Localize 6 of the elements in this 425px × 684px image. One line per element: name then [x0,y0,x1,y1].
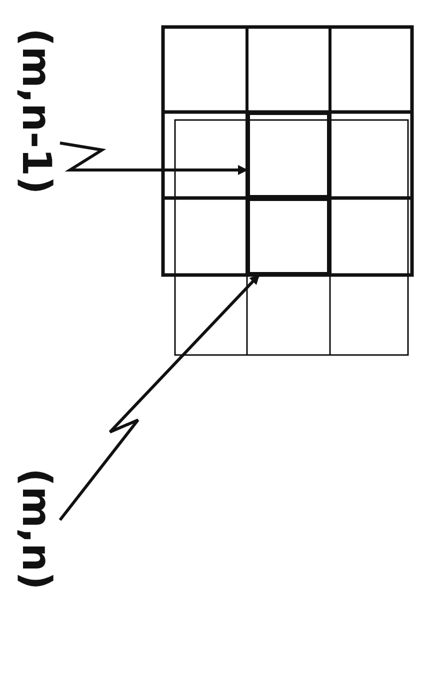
arrow [60,142,248,175]
coordinate-label: (m,n-1) [14,28,58,194]
grid-cell [247,198,330,275]
arrow [58,274,260,521]
coordinate-label: (m,n) [14,468,58,590]
grid-cell [247,112,330,198]
